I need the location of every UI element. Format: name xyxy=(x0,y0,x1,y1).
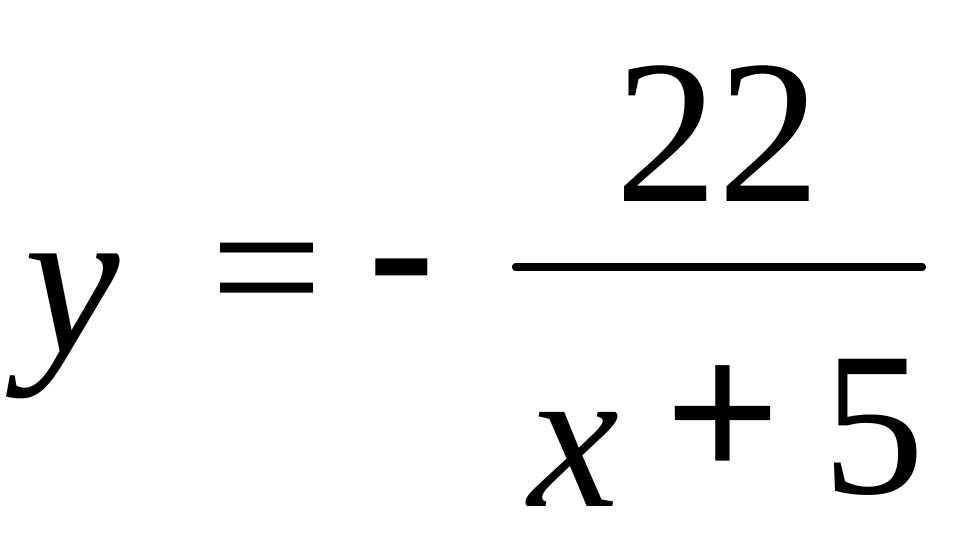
minus-sign: - xyxy=(368,137,435,358)
equals-sign: = xyxy=(210,157,323,378)
fraction-bar xyxy=(512,263,926,271)
math-formula: y = - 22 x + 5 xyxy=(24,19,926,540)
variable-y: y xyxy=(24,160,120,399)
variable-x: x xyxy=(528,324,619,551)
plus-sign: + xyxy=(664,299,781,526)
fraction-numerator: 22 xyxy=(615,19,820,246)
denominator-constant: 5 xyxy=(822,311,925,538)
